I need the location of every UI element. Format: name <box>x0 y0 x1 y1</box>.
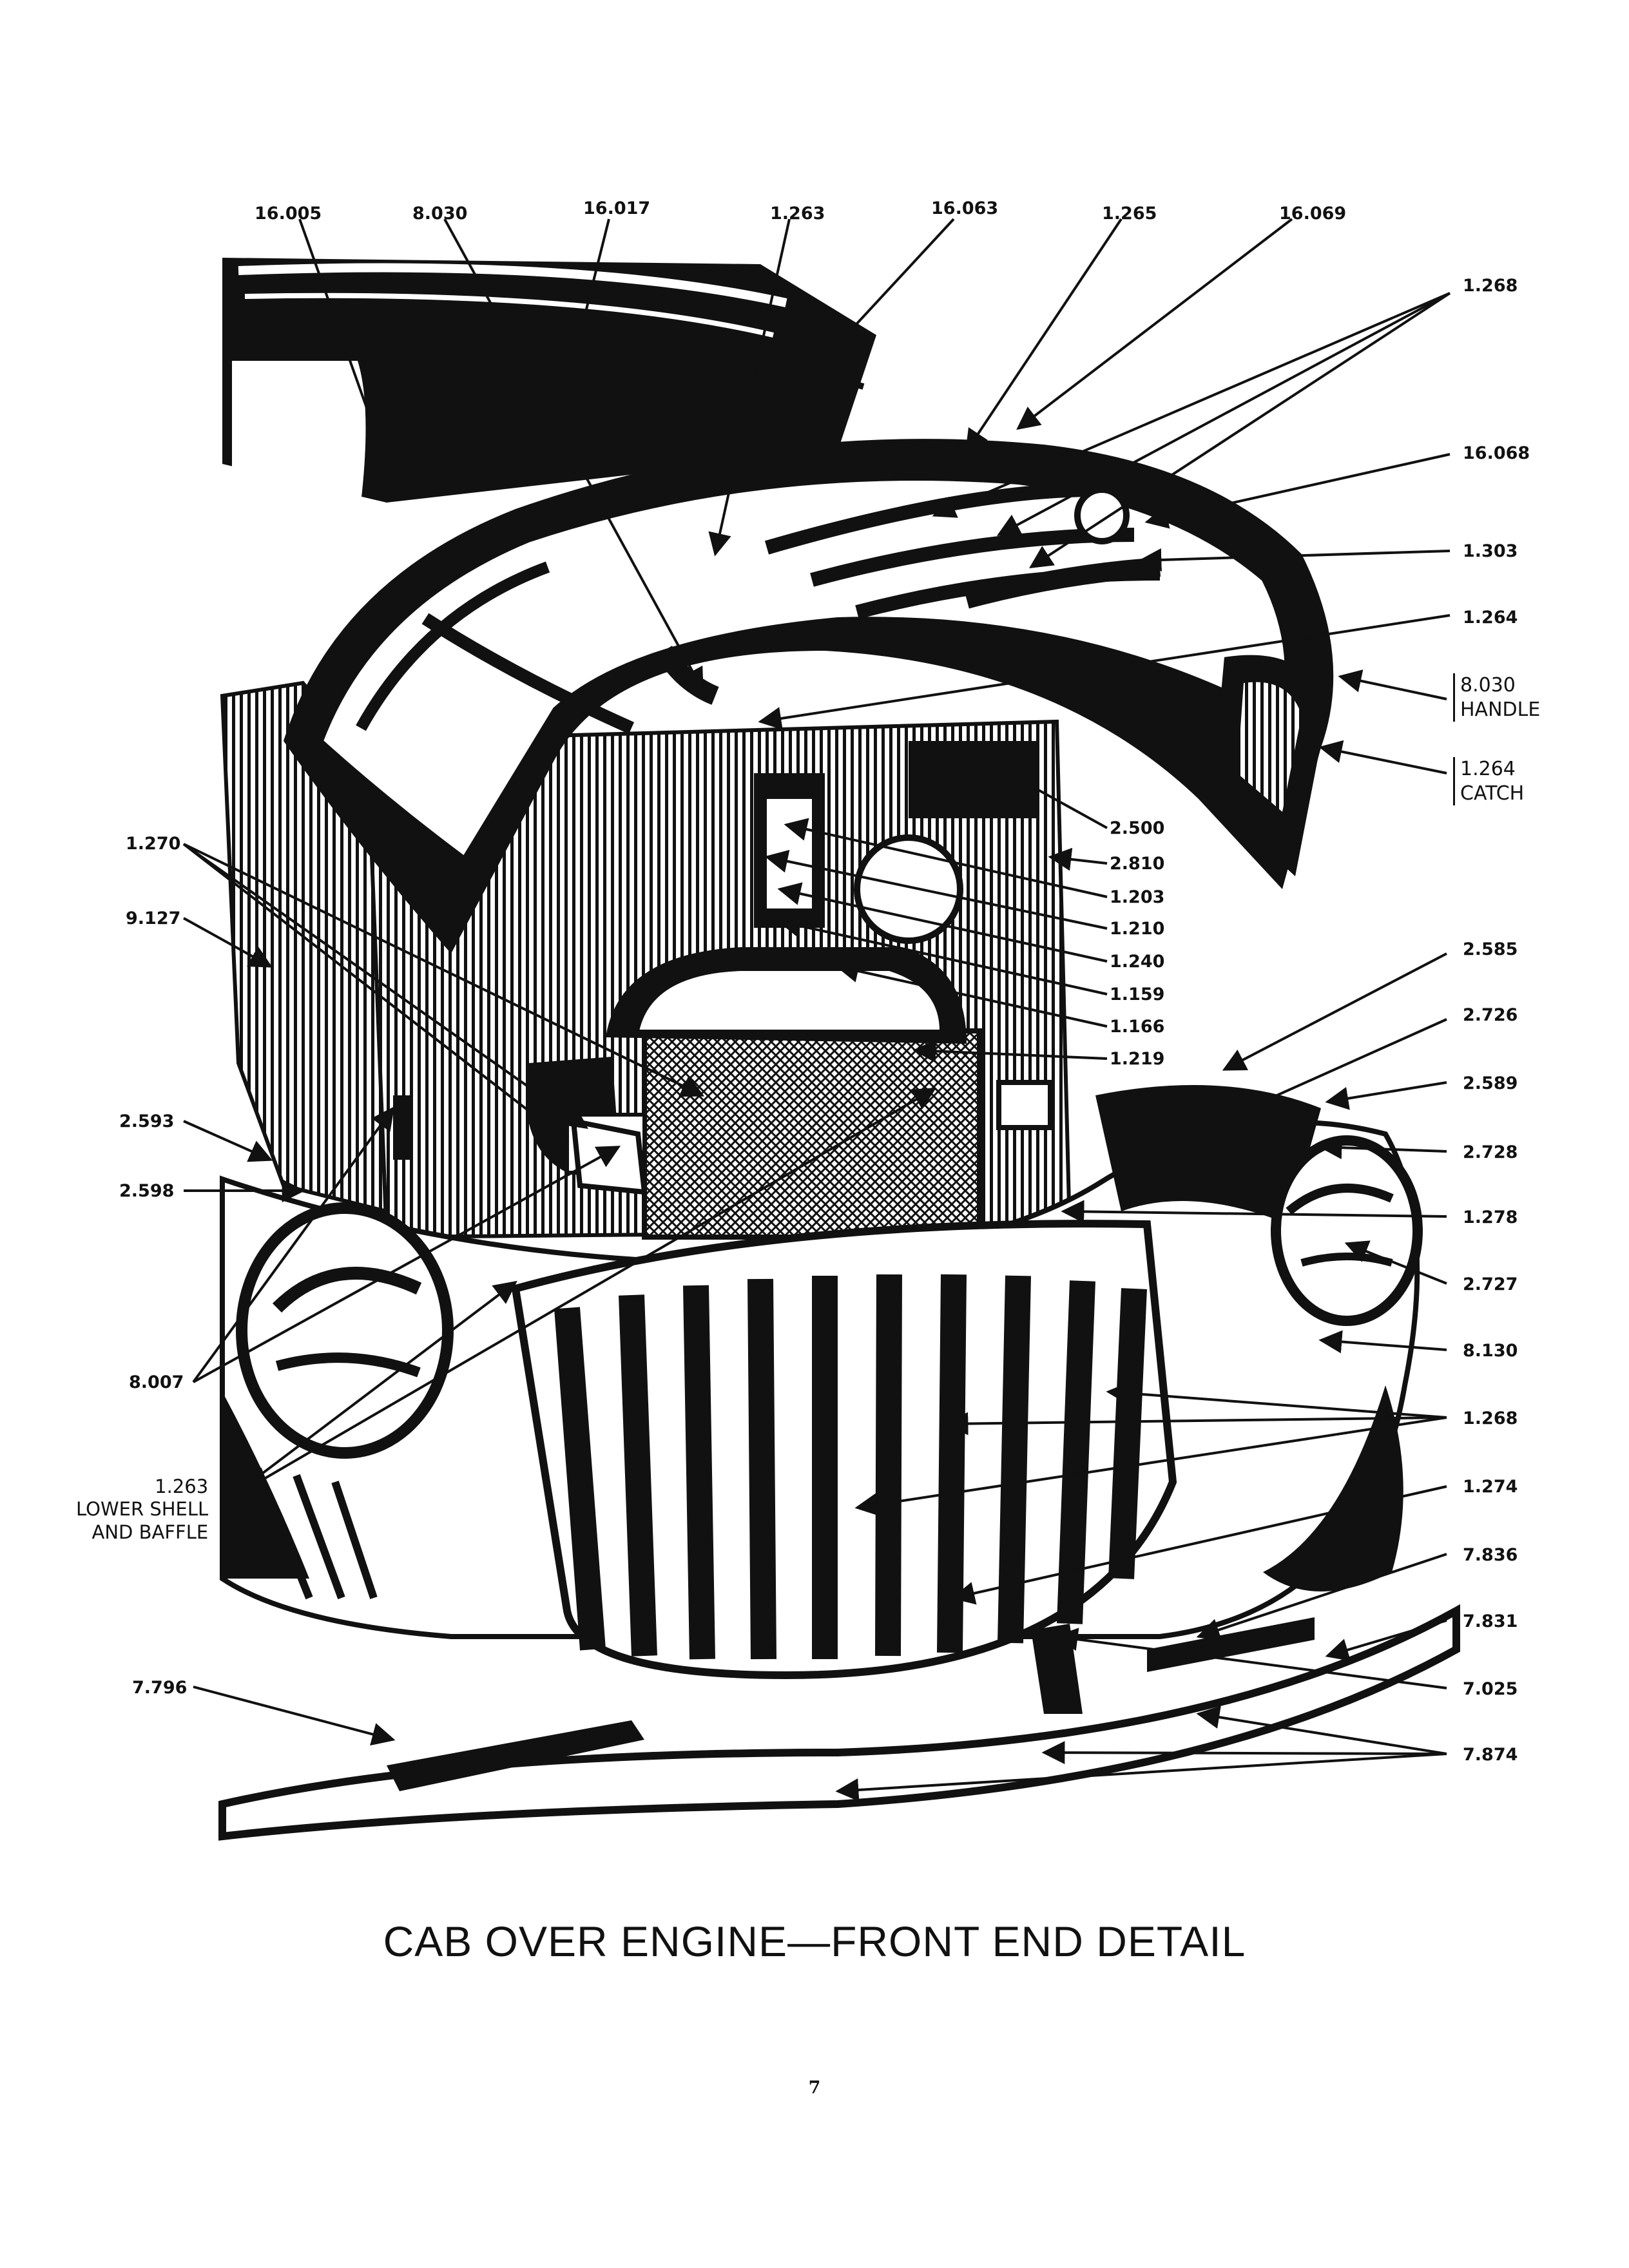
figure-caption: CAB OVER ENGINE—FRONT END DETAIL <box>383 1917 1246 1965</box>
callout-16-068: 16.068 <box>1463 443 1530 463</box>
callout-1-268-upper: 1.268 <box>1463 276 1518 296</box>
callout-1-270: 1.270 <box>126 834 181 854</box>
callout-2-598: 2.598 <box>119 1181 175 1201</box>
callout-7-874: 7.874 <box>1463 1745 1518 1765</box>
callout-2-728: 2.728 <box>1463 1142 1518 1162</box>
callout-7-025: 7.025 <box>1463 1679 1518 1699</box>
callout-1-159: 1.159 <box>1110 985 1165 1004</box>
callout-1-166: 1.166 <box>1110 1017 1165 1037</box>
callout-9-127: 9.127 <box>126 908 181 928</box>
callout-1-268-lower: 1.268 <box>1463 1408 1518 1428</box>
callout-1-274: 1.274 <box>1463 1477 1518 1497</box>
callout-1-263-top: 1.263 <box>770 204 825 224</box>
callout-8-130: 8.130 <box>1463 1341 1518 1361</box>
callout-16-063: 16.063 <box>931 198 999 218</box>
callout-16-005: 16.005 <box>255 204 322 224</box>
callout-1-203: 1.203 <box>1110 887 1165 907</box>
callout-1-278: 1.278 <box>1463 1207 1518 1227</box>
front-grille <box>511 1220 1177 1680</box>
callout-8-007: 8.007 <box>129 1372 184 1392</box>
callout-2-810: 2.810 <box>1110 854 1165 874</box>
callout-1-264: 1.264 <box>1463 608 1518 628</box>
callout-2-500: 2.500 <box>1110 818 1165 838</box>
catch-note: 1.264 CATCH <box>1453 757 1524 805</box>
callout-1-240: 1.240 <box>1110 952 1165 972</box>
hood-hinge <box>570 1118 648 1195</box>
callout-2-727: 2.727 <box>1463 1274 1518 1294</box>
callout-16-069: 16.069 <box>1279 204 1347 224</box>
callout-8-030-top: 8.030 <box>412 204 468 224</box>
callout-1-210: 1.210 <box>1110 919 1165 939</box>
callout-7-796: 7.796 <box>132 1678 188 1698</box>
callout-1-303: 1.303 <box>1463 541 1518 561</box>
callout-7-831: 7.831 <box>1463 1611 1518 1631</box>
callout-1-219: 1.219 <box>1110 1049 1165 1069</box>
right-headlamp <box>1271 1135 1423 1326</box>
windshield-wiper <box>682 332 865 390</box>
callout-2-585: 2.585 <box>1463 939 1518 959</box>
callout-16-017: 16.017 <box>583 198 651 218</box>
callout-2-593: 2.593 <box>119 1111 175 1131</box>
lower-shell-note: 1.263 LOWER SHELL AND BAFFLE <box>76 1475 209 1543</box>
callout-1-265: 1.265 <box>1102 204 1157 224</box>
right-bracket <box>996 1080 1053 1130</box>
handle-note: 8.030 HANDLE <box>1453 673 1540 722</box>
side-bracket <box>393 1095 412 1160</box>
callout-2-589: 2.589 <box>1463 1073 1518 1093</box>
leader-lines <box>182 218 1451 1802</box>
callout-7-836: 7.836 <box>1463 1545 1518 1565</box>
callout-2-726: 2.726 <box>1463 1005 1518 1025</box>
raised-hood <box>284 439 1334 954</box>
page-number: 7 <box>808 2078 821 2098</box>
left-headlamp <box>236 1202 454 1459</box>
